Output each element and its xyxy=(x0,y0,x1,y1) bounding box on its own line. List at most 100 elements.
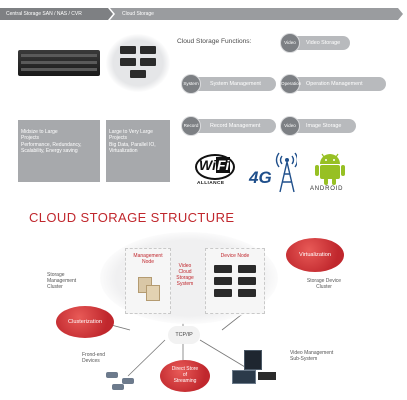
operation-icon: Operation xyxy=(280,74,301,94)
function-label: Operation Management xyxy=(306,81,363,87)
function-label: Record Management xyxy=(210,123,261,129)
camera-icon xyxy=(112,384,124,390)
cloud-image xyxy=(106,34,170,92)
function-record-management: Record Management xyxy=(190,119,276,133)
label-line: Direct Store xyxy=(171,366,199,372)
cloud-server-unit xyxy=(140,46,156,54)
monitor-icon xyxy=(244,350,262,370)
label-line: Management xyxy=(47,278,77,284)
function-system-management: System Management xyxy=(190,77,276,91)
device-node-box: Device Node xyxy=(205,248,265,314)
device-server-unit xyxy=(238,289,256,297)
server-bay xyxy=(21,61,97,64)
central-storage-box: Midsize to Large Projects Performance, R… xyxy=(18,120,100,182)
label-line: Sub-System xyxy=(290,356,318,362)
clusterization-circle: Clusterization xyxy=(56,306,114,338)
function-operation-management: Operation Management xyxy=(290,77,386,91)
system-icon: System xyxy=(181,74,201,94)
functions-title: Cloud Storage Functions: xyxy=(177,38,252,45)
tcpip-hub: TCP/IP xyxy=(168,326,200,344)
san-server-image xyxy=(18,50,100,76)
label-line: Cloud xyxy=(178,269,192,275)
label-line: Devices xyxy=(82,358,100,364)
camera-icon xyxy=(106,372,118,378)
label-line: System xyxy=(176,281,194,287)
label-line: Frond-end xyxy=(82,352,106,358)
device-server-unit xyxy=(238,265,256,273)
storage-device-cluster-label: Storage Device Cluster xyxy=(294,278,354,290)
direct-store-circle: Direct Store of Streaming xyxy=(160,360,210,392)
cloud-storage-box: Large to Very Large Projects Big Data, P… xyxy=(106,120,170,182)
tab-cloud-storage[interactable]: Cloud Storage xyxy=(122,11,154,17)
device-server-unit xyxy=(214,265,232,273)
desc-line: Midsize to Large xyxy=(21,129,58,135)
structure-title: CLOUD STORAGE STRUCTURE xyxy=(29,210,235,225)
label-line: Storage Device xyxy=(306,278,342,284)
server-bay xyxy=(21,68,97,71)
device-server-unit xyxy=(238,277,256,285)
label-line: Storage xyxy=(47,272,65,278)
virtualization-circle: Virtualization xyxy=(286,238,344,272)
cloud-storage-desc: Large to Very Large Projects Big Data, P… xyxy=(109,129,169,155)
management-server-icon xyxy=(136,275,160,305)
label-line: of xyxy=(182,372,188,378)
device-node-label: Device Node xyxy=(220,253,250,259)
nvr-icon xyxy=(258,372,276,380)
desc-line: Projects xyxy=(109,135,128,142)
desc-line: Projects xyxy=(21,135,40,142)
label-line: Storage xyxy=(176,275,194,281)
record-icon: Record xyxy=(181,116,201,136)
wifi-wi: Wi xyxy=(199,157,216,173)
android-robot-icon xyxy=(315,153,345,185)
4g-logo: 4G xyxy=(247,150,297,194)
camera-icon xyxy=(122,378,134,384)
android-logo: ANDROID xyxy=(306,150,354,194)
device-server-unit xyxy=(214,277,232,285)
image-icon: Video xyxy=(280,116,300,136)
label-line: Management xyxy=(133,253,163,259)
central-storage-desc: Midsize to Large Projects Performance, R… xyxy=(21,129,99,155)
label-line: Streaming xyxy=(173,378,197,384)
cloud-server-unit xyxy=(120,46,136,54)
label-line: Node xyxy=(142,259,154,265)
tab-right-shape xyxy=(110,8,403,20)
4g-tower-icon xyxy=(275,152,297,193)
monitor-icon xyxy=(232,370,256,384)
tab-central-storage[interactable]: Central Storage SAN / NAS / CVR xyxy=(6,11,82,17)
wifi-oval xyxy=(195,154,235,180)
wifi-text: WiFi xyxy=(199,157,231,173)
video-storage-icon: Video xyxy=(280,33,300,53)
tab-left-shape xyxy=(0,8,113,20)
wifi-alliance-text: ALLIANCE xyxy=(197,181,225,186)
video-cloud-storage-label: Video Cloud Storage System xyxy=(172,263,198,287)
line-video-mgmt xyxy=(199,339,251,371)
front-end-devices-label: Frond-end Devices xyxy=(82,352,122,364)
cloud-server-unit xyxy=(140,58,156,66)
function-image-storage: Image Storage xyxy=(290,119,356,133)
cloud-server-unit xyxy=(120,58,136,66)
function-label: Image Storage xyxy=(306,123,342,129)
camera-group-icon xyxy=(104,368,148,392)
function-video-storage: Video Storage xyxy=(288,36,350,50)
device-server-unit xyxy=(214,289,232,297)
desc-line: Performance, Redundancy, xyxy=(21,141,82,148)
android-text: ANDROID xyxy=(310,186,344,192)
server-bay xyxy=(21,54,97,57)
cloud-server-unit xyxy=(130,70,146,78)
label-line: Cluster xyxy=(316,284,332,290)
desc-line: Virtualization xyxy=(109,148,138,155)
label-line: Cluster xyxy=(47,284,63,290)
line-frontend xyxy=(127,339,166,377)
management-node-box: Management Node xyxy=(125,248,171,314)
wifi-alliance-logo: WiFi ALLIANCE xyxy=(193,152,239,190)
function-label: System Management xyxy=(210,81,261,87)
function-label: Video Storage xyxy=(306,40,341,46)
storage-management-cluster-label: Storage Management Cluster xyxy=(47,272,97,290)
label-line: Video Management xyxy=(290,350,334,356)
4g-text: 4G xyxy=(249,168,272,187)
video-management-label: Video Management Sub-System xyxy=(290,350,352,362)
desc-line: Big Data, Parallel IO, xyxy=(109,141,156,148)
wifi-fi: Fi xyxy=(215,157,231,173)
video-management-workstation xyxy=(230,348,280,388)
